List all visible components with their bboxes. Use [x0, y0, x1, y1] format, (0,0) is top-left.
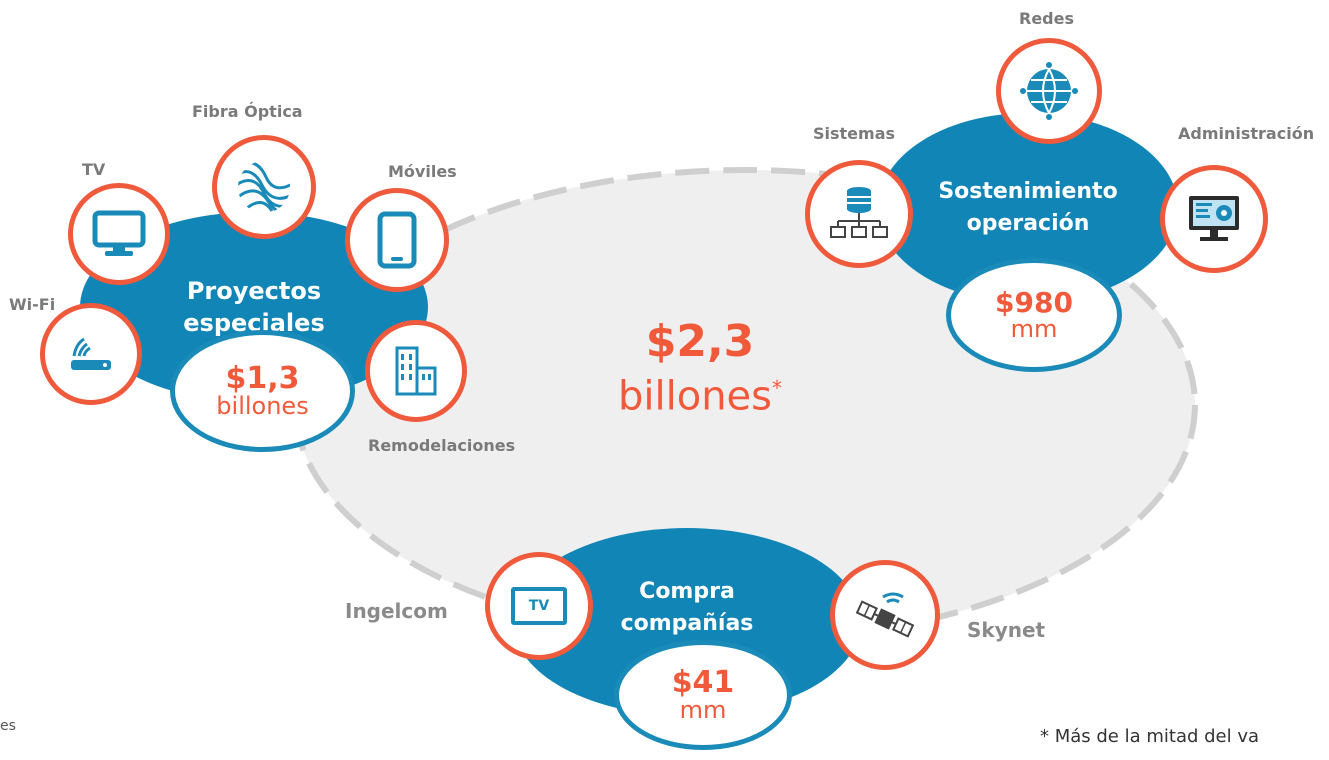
tv-circle [68, 183, 170, 285]
monitor-icon [92, 210, 146, 256]
proyectos-amount: $1,3 [225, 360, 300, 396]
ingelcom-label: Ingelcom [345, 599, 448, 623]
wifi-circle [40, 303, 142, 405]
skynet-circle [830, 560, 940, 670]
footnote-right: * Más de la mitad del va [1040, 726, 1260, 747]
redes-label: Redes [1019, 9, 1074, 28]
remodelaciones-label: Remodelaciones [368, 436, 516, 455]
tv-icon: TV [511, 587, 567, 625]
compra-title-line1: Compra [639, 579, 735, 604]
skynet-label: Skynet [967, 618, 1046, 642]
satellite-icon [855, 592, 915, 638]
sostenimiento-title-line2: operación [966, 211, 1090, 236]
sostenimiento-unit: mm [1010, 315, 1058, 344]
administracion-circle [1160, 165, 1268, 273]
tablet-icon [377, 211, 417, 269]
compra-amount-oval: $41 mm [614, 640, 792, 750]
ingelcom-circle: TV [485, 552, 593, 660]
fibra-label: Fibra Óptica [192, 102, 303, 121]
building-icon [395, 346, 437, 396]
redes-circle [996, 38, 1102, 144]
database-network-icon [830, 187, 888, 238]
compra-amount: $41 [671, 664, 735, 700]
footnote-left: es [0, 718, 16, 734]
total-unit: billones [617, 373, 772, 420]
wifi-label: Wi-Fi [9, 295, 56, 314]
remodelaciones-circle [365, 320, 467, 422]
sostenimiento-title-line1: Sostenimiento [938, 179, 1118, 204]
proyectos-title-line1: Proyectos [186, 277, 322, 305]
sistemas-circle [805, 160, 913, 268]
compra-unit: mm [679, 696, 727, 725]
tv-icon-text: TV [528, 598, 550, 614]
moviles-label: Móviles [388, 162, 457, 181]
total-amount: $2,3 billones* [600, 316, 800, 420]
sostenimiento-amount: $980 [995, 285, 1073, 319]
sostenimiento-amount-oval: $980 mm [946, 258, 1122, 372]
admin-monitor-icon [1189, 196, 1239, 241]
total-value: $2,3 [645, 316, 755, 367]
tv-label: TV [82, 160, 106, 179]
fiber-optic-icon [238, 161, 290, 213]
proyectos-unit: billones [216, 392, 309, 421]
compra-title-line2: compañías [620, 611, 754, 636]
fibra-circle [212, 135, 316, 239]
moviles-circle [345, 188, 449, 292]
administracion-label: Administración [1178, 124, 1315, 143]
globe-network-icon [1020, 62, 1078, 120]
proyectos-amount-oval: $1,3 billones [170, 330, 355, 452]
sistemas-label: Sistemas [813, 124, 896, 143]
wifi-router-icon [71, 337, 111, 370]
total-asterisk: * [772, 376, 782, 400]
